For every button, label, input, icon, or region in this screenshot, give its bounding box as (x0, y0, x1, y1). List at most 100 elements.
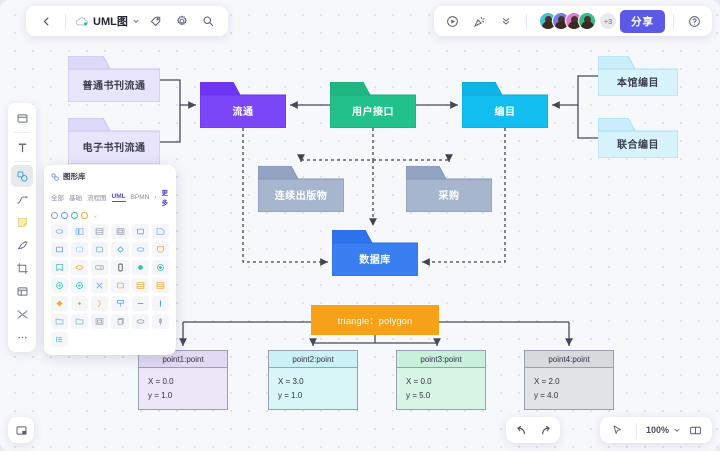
sidebar-item-text[interactable] (11, 136, 33, 158)
shape-cell-4[interactable] (131, 224, 149, 239)
shape-cell-26[interactable] (91, 296, 109, 311)
shape-cell-0[interactable] (51, 224, 69, 239)
sidebar-item-more[interactable] (11, 326, 33, 348)
shape-cell-9[interactable] (111, 242, 129, 257)
shape-cell-15[interactable] (111, 260, 129, 275)
shape-cell-31[interactable] (71, 314, 89, 329)
shape-cell-33[interactable] (111, 314, 129, 329)
shape-cell-13[interactable] (71, 260, 89, 275)
collapse-button[interactable] (494, 9, 518, 33)
shape-cell-2[interactable] (91, 224, 109, 239)
shape-tab-UML[interactable]: UML (111, 192, 126, 202)
node-n5[interactable]: 编目 (462, 82, 548, 128)
shape-library-tabs[interactable]: 全部基础流程图 UML BPMN › 更多 (51, 187, 169, 207)
back-button[interactable] (34, 9, 58, 33)
shape-cell-6[interactable] (51, 242, 69, 257)
color-swatch-3[interactable] (81, 212, 88, 219)
help-button[interactable] (682, 9, 706, 33)
avatar-4[interactable] (578, 12, 596, 30)
sidebar-item-frame[interactable] (11, 107, 33, 129)
shape-cell-8[interactable] (91, 242, 109, 257)
shape-tab-BPMN[interactable]: BPMN (130, 193, 150, 201)
shape-tab-基础[interactable]: 基础 (69, 195, 82, 202)
sidebar-item-shape[interactable] (11, 165, 33, 187)
shape-color-swatches[interactable]: ⌄ (51, 212, 169, 219)
shape-cell-20[interactable] (91, 278, 109, 293)
sidebar-item-line[interactable] (11, 188, 33, 210)
node-n1[interactable]: 普通书刊流通 (68, 56, 160, 102)
color-swatch-2[interactable] (71, 212, 78, 219)
uml-attribute-row: X = 0.0 (148, 377, 174, 386)
shape-tab-全部[interactable]: 全部 (51, 195, 64, 202)
node-n10[interactable]: 数据库 (332, 230, 418, 276)
shape-cell-16[interactable] (131, 260, 149, 275)
shape-cell-14[interactable] (91, 260, 109, 275)
shape-cell-36[interactable] (51, 332, 69, 347)
avatar-overflow-count[interactable]: +3 (599, 12, 617, 30)
color-swatch-1[interactable] (61, 212, 68, 219)
shape-cell-23[interactable] (151, 278, 169, 293)
shape-cell-28[interactable] (131, 296, 149, 311)
tag-button[interactable] (144, 9, 168, 33)
node-n7[interactable]: 联合编目 (598, 118, 678, 158)
share-button[interactable]: 分享 (620, 9, 665, 33)
shape-cell-12[interactable] (51, 260, 69, 275)
zoom-level[interactable]: 100% (645, 425, 669, 435)
cursor-tool-button[interactable] (605, 418, 629, 442)
shape-more-button[interactable]: 更多 (161, 190, 169, 207)
node-n3[interactable]: 流通 (200, 82, 286, 128)
shape-cell-32[interactable] (91, 314, 109, 329)
sidebar-item-table[interactable] (11, 280, 33, 302)
shape-cell-7[interactable] (71, 242, 89, 257)
collaborator-avatars[interactable] (539, 12, 596, 30)
shape-cell-27[interactable] (111, 296, 129, 311)
sidebar-item-sticky[interactable] (11, 211, 33, 233)
shape-cell-19[interactable] (71, 278, 89, 293)
shape-cell-1[interactable] (71, 224, 89, 239)
node-triangle-polygon[interactable]: triangle：polygon (311, 305, 439, 335)
node-n4[interactable]: 用户接口 (330, 82, 416, 128)
shape-cell-17[interactable] (151, 260, 169, 275)
node-n2[interactable]: 电子书刊流通 (68, 118, 160, 164)
node-n9[interactable]: 采购 (406, 166, 492, 212)
sidebar-item-crop[interactable] (11, 257, 33, 279)
shape-cell-22[interactable] (131, 278, 149, 293)
shape-cell-24[interactable] (51, 296, 69, 311)
minimap-button[interactable] (8, 417, 34, 443)
undo-button[interactable] (509, 418, 533, 442)
node-n6[interactable]: 本馆编目 (598, 56, 678, 96)
document-title-button[interactable]: UML图 (73, 13, 142, 29)
shape-cell-21[interactable] (111, 278, 129, 293)
color-caret-icon[interactable]: ⌄ (93, 213, 99, 219)
folder-shape (406, 166, 492, 212)
sidebar-item-pen[interactable] (11, 234, 33, 256)
shape-tab-流程图[interactable]: 流程图 (87, 195, 107, 202)
color-swatch-0[interactable] (51, 212, 58, 219)
shape-cell-30[interactable] (51, 314, 69, 329)
shape-cell-5[interactable] (151, 224, 169, 239)
settings-button[interactable] (170, 9, 194, 33)
shape-cell-35[interactable] (151, 314, 169, 329)
shape-cell-34[interactable] (131, 314, 149, 329)
node-n8[interactable]: 连续出版物 (258, 166, 344, 212)
shape-cell-11[interactable] (151, 242, 169, 257)
layout-button[interactable] (683, 418, 707, 442)
chevron-right-icon[interactable]: › (154, 193, 157, 201)
shape-cell-10[interactable] (131, 242, 149, 257)
present-button[interactable] (440, 9, 464, 33)
shape-cell-29[interactable] (151, 296, 169, 311)
chevron-down-icon[interactable] (673, 426, 681, 434)
sidebar-item-mindmap[interactable] (11, 303, 33, 325)
search-button[interactable] (196, 9, 220, 33)
celebrate-button[interactable] (467, 9, 491, 33)
shape-cell-18[interactable] (51, 278, 69, 293)
shape-cell-3[interactable] (111, 224, 129, 239)
shape-cell-25[interactable] (71, 296, 89, 311)
redo-button[interactable] (533, 418, 557, 442)
shape-grid[interactable] (51, 224, 169, 347)
